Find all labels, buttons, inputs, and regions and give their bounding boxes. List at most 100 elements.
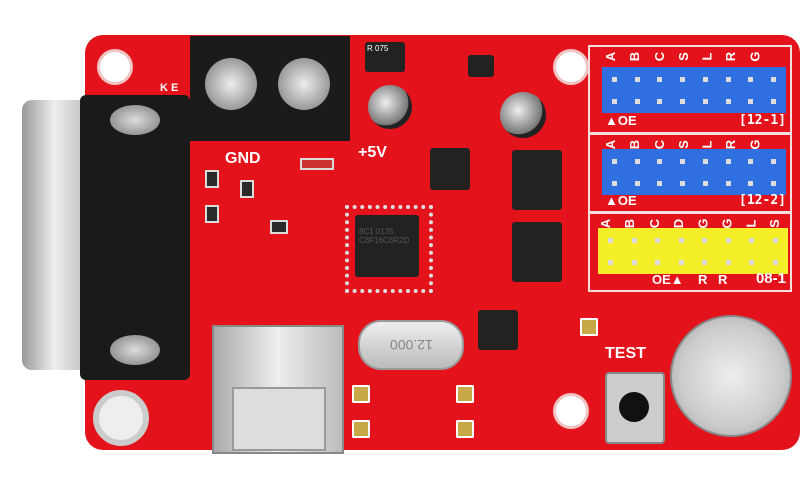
- chip: [512, 150, 562, 210]
- header-pin: [718, 173, 739, 193]
- header-pin: [741, 230, 763, 250]
- solder-pad: [456, 420, 474, 438]
- pin-letter: A: [602, 139, 618, 150]
- pin-letter: G: [747, 51, 763, 62]
- header-pin: [600, 252, 622, 272]
- header-pin: [718, 91, 739, 111]
- mounting-hole: [93, 390, 149, 446]
- screw-terminal-block: [190, 36, 350, 141]
- oe-label: ▲OE: [605, 113, 637, 128]
- diode: [300, 158, 334, 170]
- header-pin: [604, 151, 625, 171]
- header-pin: [627, 69, 648, 89]
- pin-letter: S: [675, 52, 691, 61]
- header-pin: [695, 91, 716, 111]
- db9-connector-body: [80, 95, 190, 380]
- transistor: [240, 180, 254, 198]
- chip: [478, 310, 518, 350]
- mounting-hole: [553, 393, 589, 429]
- resistor-label: R 075: [367, 44, 389, 53]
- pin-header-blue: [602, 67, 786, 113]
- header-pin: [694, 230, 716, 250]
- header-pin: [627, 173, 648, 193]
- test-button[interactable]: [605, 372, 665, 444]
- header-pin: [763, 69, 784, 89]
- mounting-hole: [553, 49, 589, 85]
- header-pin: [765, 252, 787, 272]
- usb-opening: [232, 387, 326, 451]
- pin-letter: S: [675, 140, 691, 149]
- pin-letter: D: [670, 218, 686, 229]
- chip: [468, 55, 494, 77]
- transistor: [205, 205, 219, 223]
- solder-pad: [352, 385, 370, 403]
- header-pin: [718, 252, 740, 272]
- header-pin: [741, 173, 762, 193]
- header-label: 08-1: [755, 270, 786, 287]
- pin-letter: L: [743, 219, 759, 228]
- header-pin: [695, 69, 716, 89]
- vcc-label: +5V: [358, 144, 387, 161]
- header-pin: [695, 151, 716, 171]
- corner-marks: K E: [160, 82, 179, 94]
- test-label: TEST: [605, 345, 646, 362]
- pin-letter: L: [699, 140, 715, 149]
- header-pin: [600, 230, 622, 250]
- header-pin: [650, 173, 671, 193]
- header-pin: [672, 69, 693, 89]
- header-pin: [672, 91, 693, 111]
- crystal-label: 12.000: [389, 337, 433, 353]
- header-pin: [627, 151, 648, 171]
- header-pin: [718, 69, 739, 89]
- header-pin: [763, 173, 784, 193]
- header-pin: [671, 252, 693, 272]
- header-pin: [647, 230, 669, 250]
- button-cap: [619, 392, 649, 422]
- header-label: [12-2]: [739, 193, 786, 208]
- oe-label: ▲OE: [605, 193, 637, 208]
- header-pin: [627, 91, 648, 111]
- capacitor: [368, 85, 412, 129]
- header-pin: [741, 91, 762, 111]
- mounting-hole: [97, 49, 133, 85]
- header-pin: [718, 230, 740, 250]
- mcu-text: 8C1 0135 C8F16C8R2D: [359, 227, 410, 245]
- header-pin: [741, 151, 762, 171]
- pin-header-yellow: [598, 228, 788, 274]
- header-label: [12-1]: [739, 113, 786, 128]
- pin-letter: C: [651, 51, 667, 62]
- header-pin: [763, 151, 784, 171]
- solder-pad: [352, 420, 370, 438]
- pin-letter: L: [699, 52, 715, 61]
- resistor: R 075: [365, 42, 405, 72]
- pin-header-blue: [602, 149, 786, 195]
- chip: [430, 148, 470, 190]
- header-pin: [694, 252, 716, 272]
- header-pin: [624, 252, 646, 272]
- pin-letter: B: [627, 51, 643, 62]
- oe-label: OE▲: [652, 272, 684, 287]
- header-pin: [647, 252, 669, 272]
- header-pin: [650, 91, 671, 111]
- transistor: [270, 220, 288, 234]
- usb-port[interactable]: [212, 325, 344, 454]
- header-pin: [624, 230, 646, 250]
- header-pin: [650, 151, 671, 171]
- pin-letter: R: [723, 51, 739, 62]
- header-pin: [672, 173, 693, 193]
- pin-letter: R: [723, 139, 739, 150]
- header-pin: [718, 151, 739, 171]
- r-label: R: [718, 272, 728, 287]
- header-pin: [695, 173, 716, 193]
- pin-letter: A: [598, 218, 614, 229]
- terminal-screw-icon: [205, 58, 257, 110]
- chip: [512, 222, 562, 282]
- screw-icon: [110, 105, 160, 135]
- pin-letter: B: [622, 218, 638, 229]
- mcu-chip: 8C1 0135 C8F16C8R2D: [355, 215, 419, 277]
- header-pin: [650, 69, 671, 89]
- terminal-screw-icon: [278, 58, 330, 110]
- header-pin: [604, 91, 625, 111]
